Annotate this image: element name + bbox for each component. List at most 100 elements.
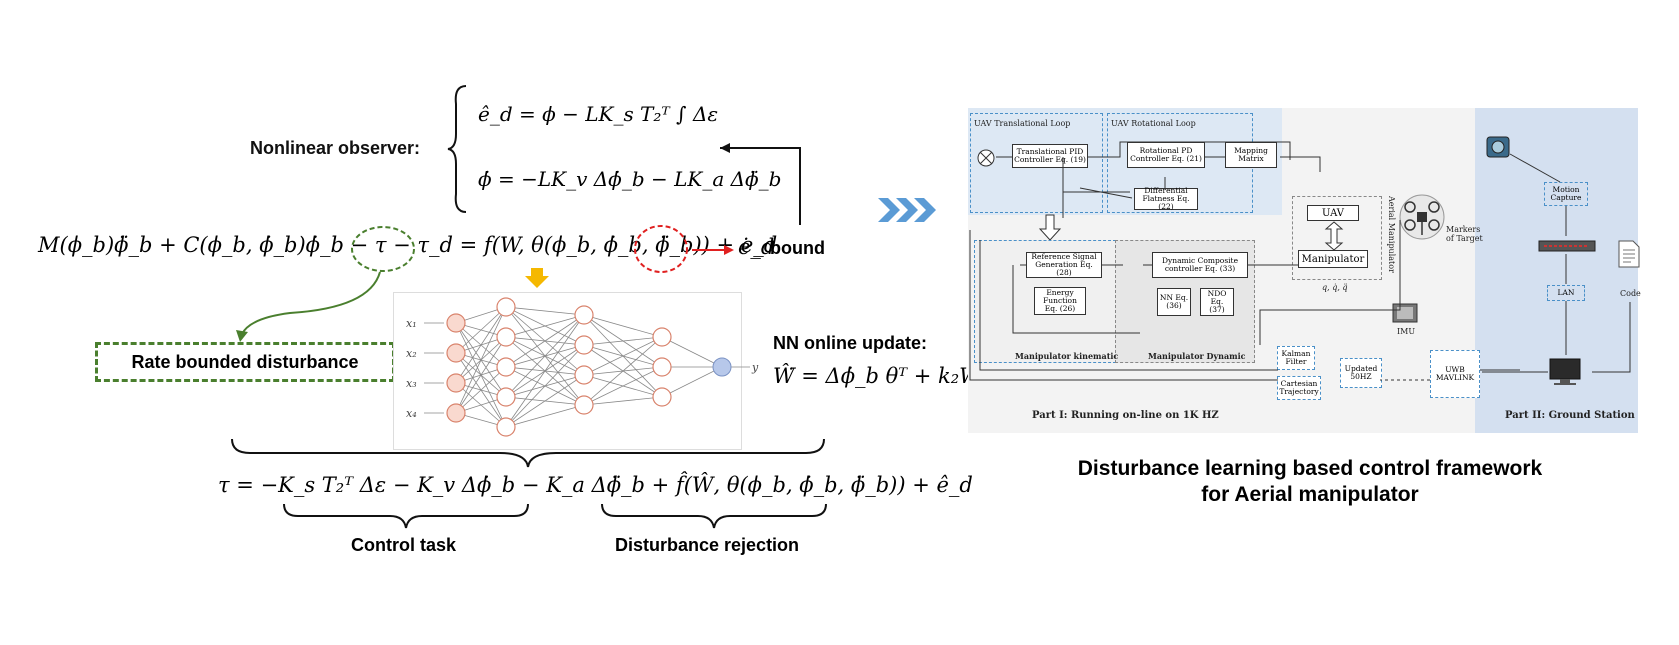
caption-line-1: Disturbance learning based control frame… [1077,457,1543,480]
rate-bounded-label: Rate bounded disturbance [131,351,359,372]
nn-input-label: x₂ [406,347,417,360]
rotational-pd-block: Rotational PD Controller Eq. (21) [1127,142,1205,168]
bound-feedback-arrow [720,143,801,225]
translational-pid-block: Translational PID Controller Eq. (19) [1012,144,1088,168]
nn-block: NN Eq. (36) [1157,288,1191,316]
nn-connection [505,344,585,428]
nn-connection [583,336,663,376]
nn-connection [455,336,507,414]
control-law-equation: τ = −K_s T₂ᵀ Δε − K_v Δϕ̇_b − K_a Δϕ̈_b … [218,473,973,497]
observer-equation-2: ϕ̇ = −LK_v Δϕ̇_b − LK_a Δϕ̈_b [478,167,782,191]
imu-label: IMU [1397,327,1416,336]
bound-label: bound [770,238,825,258]
mapping-matrix-block: Mapping Matrix [1225,142,1277,168]
nn-connection [583,366,663,406]
nn-connection [661,366,723,398]
manipulator-kinematic-label: Manipulator kinematic [1015,351,1119,361]
nn-connection [455,306,507,414]
nn-neuron [496,297,516,317]
nn-neuron [574,365,594,385]
e-d-dot: ė_d [738,235,775,259]
aerial-manipulator-label: Aerial Manipulator [1386,196,1396,273]
energy-function-block: Energy Function Eq. (26) [1034,287,1086,315]
ndo-block: NDO Eq. (37) [1200,288,1234,316]
code-label: Code [1620,289,1641,298]
part1-label: Part I: Running on-line on 1K HZ [1032,410,1219,421]
nn-connection [505,404,585,428]
nn-neuron [574,335,594,355]
nn-connection [583,314,663,338]
imu-icon [1392,303,1418,323]
switch-icon [1538,240,1596,252]
nn-neuron [496,327,516,347]
nn-neuron [652,327,672,347]
nn-neuron [446,343,466,363]
top-signal-lines [996,141,1321,218]
manipulator-dynamic-label: Manipulator Dynamic [1148,351,1246,361]
nn-neuron [574,305,594,325]
nn-input-label: x₁ [406,317,417,330]
kalman-filter-block: Kalman Filter [1277,346,1315,370]
nn-connection [455,306,507,354]
chevron-arrows-icon [878,198,936,222]
yellow-arrow [525,268,549,288]
nn-connection [505,314,585,368]
aerial-manipulator-box [1292,196,1382,280]
control-task-brace [283,503,529,529]
summing-junction-icon [977,149,995,167]
nn-connection [505,314,585,338]
top-brace [231,438,825,468]
computer-icon [1549,358,1581,385]
nn-neuron [652,357,672,377]
lower-signal-lines [969,220,1520,381]
nn-connection [583,336,663,346]
nn-neuron [446,403,466,423]
nn-neuron [446,373,466,393]
caption-line-2: for Aerial manipulator [1201,483,1419,507]
camera-icon [1486,136,1510,158]
uav-block: UAV [1307,205,1359,221]
nn-neuron [496,417,516,437]
nn-connection [583,396,663,406]
nn-neuron [446,313,466,333]
red-arrow [692,245,734,255]
ground-station-lines [1482,153,1631,373]
nn-connection [455,366,507,414]
updated-50hz-block: Updated 50HZ [1340,358,1382,388]
part2-label: Part II: Ground Station [1505,410,1635,421]
rate-bounded-box: Rate bounded disturbance [95,342,395,382]
nn-neuron [496,357,516,377]
nn-neuron [496,387,516,407]
nn-connection [505,306,585,316]
uwb-mavlink-block: UWB MAVLINK [1430,350,1480,398]
code-document-icon [1618,240,1640,268]
dynamics-equation: M(ϕ_b)ϕ̈_b + C(ϕ_b, ϕ̇_b)ϕ̇_b − τ − τ_d … [38,233,778,257]
q-label: q, q̇, q̈ [1322,283,1348,292]
control-task-label: Control task [351,535,457,555]
nn-output-neuron [712,357,732,377]
nn-connection [505,374,585,428]
observer-brace [447,85,467,213]
reference-signal-block: Reference Signal Generation Eq. (28) [1026,252,1102,278]
nn-output-label: y [751,361,759,374]
nn-connection [583,336,663,406]
tau-d-highlight [351,226,415,272]
uav-translational-loop-label: UAV Translational Loop [974,119,1071,128]
nn-connection [661,336,723,368]
disturbance-rejection-label: Disturbance rejection [615,535,800,555]
uav-translational-loop-box [970,113,1103,213]
markers-of-target-label: Markers of Target [1446,225,1483,243]
dynamic-composite-block: Dynamic Composite controller Eq. (33) [1152,252,1248,278]
e-d-highlight [634,225,688,273]
manipulator-block: Manipulator [1298,250,1368,268]
observer-label: Nonlinear observer: [250,138,421,158]
nn-update-equation: Ŵ̇ = Δϕ̇_b θᵀ + k₂Ŵ [773,364,981,388]
cartesian-trajectory-block: Cartesian Trajectory [1277,376,1321,400]
uav-rotational-loop-label: UAV Rotational Loop [1111,119,1196,128]
differential-flatness-block: Differential Flatness Eq. (22) [1134,186,1198,211]
motion-capture-block: Motion Capture [1544,182,1588,206]
disturbance-rejection-brace [601,503,827,529]
observer-equation-1: ê_d = ϕ − LK_s T₂ᵀ ∫ Δε [478,102,719,126]
